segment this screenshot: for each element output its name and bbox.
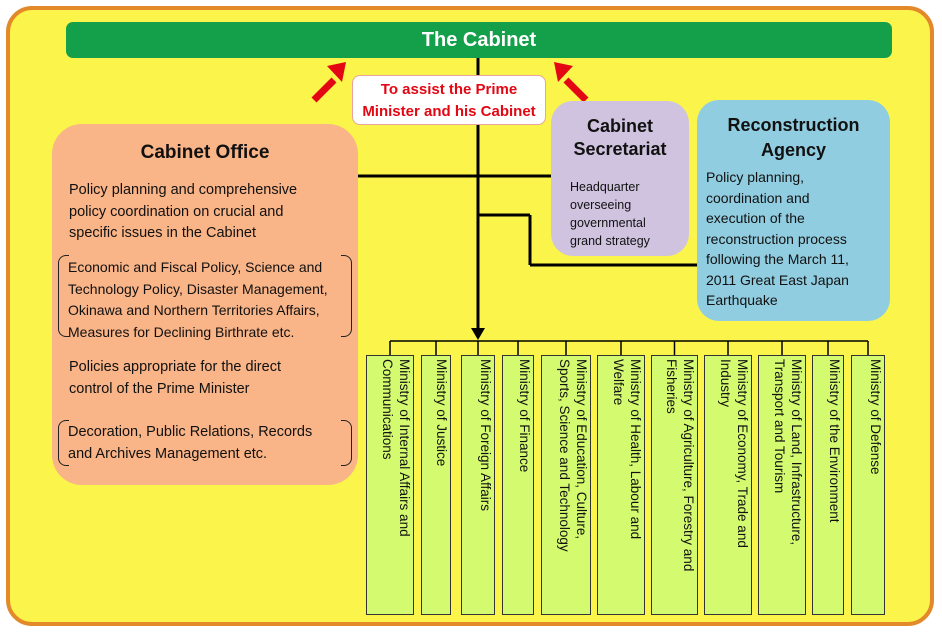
ministry-label: Ministry of Internal Affairs and Communi… bbox=[380, 359, 412, 537]
cabinet-office-title: Cabinet Office bbox=[140, 142, 270, 163]
ministry-box: Ministry of Land, Infrastructure, Transp… bbox=[758, 355, 806, 615]
ministry-box: Ministry of the Environment bbox=[812, 355, 844, 615]
ministry-label: Ministry of Agriculture, Forestry and Fi… bbox=[664, 359, 696, 572]
reconstruction-agency-box: Reconstruction Agency Policy planning, c… bbox=[697, 100, 890, 321]
ministry-label: Ministry of Defense bbox=[868, 359, 883, 475]
ministry-box: Ministry of Health, Labour and Welfare bbox=[597, 355, 645, 615]
cabinet-secretariat-text: Headquarter overseeing governmental gran… bbox=[570, 180, 650, 248]
ministry-label: Ministry of Finance bbox=[517, 359, 532, 473]
ministry-label: Ministry of Land, Infrastructure, Transp… bbox=[772, 359, 804, 546]
ministry-box: Ministry of Finance bbox=[502, 355, 534, 615]
assist-note: To assist the Prime Minister and his Cab… bbox=[352, 75, 546, 125]
cabinet-secretariat-title: Cabinet Secretariat bbox=[573, 116, 667, 159]
cabinet-title: The Cabinet bbox=[421, 28, 537, 51]
ministry-box: Ministry of Economy, Trade and Industry bbox=[704, 355, 752, 615]
ministry-box: Ministry of Defense bbox=[851, 355, 885, 615]
ministry-box: Ministry of Education, Culture, Sports, … bbox=[541, 355, 591, 615]
ministry-box: Ministry of Foreign Affairs bbox=[461, 355, 495, 615]
cabinet-office-para3: Policies appropriate for the direct cont… bbox=[69, 359, 281, 397]
reconstruction-agency-title: Reconstruction Agency bbox=[727, 115, 860, 160]
cabinet-office-box: Cabinet Office Policy planning and compr… bbox=[52, 124, 358, 485]
ministry-label: Ministry of Economy, Trade and Industry bbox=[718, 359, 750, 548]
ministry-label: Ministry of Justice bbox=[434, 359, 449, 467]
bracket-right-1 bbox=[341, 255, 352, 337]
assist-note-text: To assist the Prime Minister and his Cab… bbox=[362, 81, 536, 120]
ministry-label: Ministry of Health, Labour and Welfare bbox=[611, 359, 643, 540]
bracket-left-1 bbox=[58, 255, 69, 337]
bracket-right-2 bbox=[341, 420, 352, 466]
reconstruction-agency-text: Policy planning, coordination and execut… bbox=[706, 169, 849, 308]
bracket-left-2 bbox=[58, 420, 69, 466]
ministry-box: Ministry of Agriculture, Forestry and Fi… bbox=[651, 355, 698, 615]
ministry-box: Ministry of Internal Affairs and Communi… bbox=[366, 355, 414, 615]
cabinet-office-para4: Decoration, Public Relations, Records an… bbox=[68, 424, 313, 462]
cabinet-office-para1: Policy planning and comprehensive policy… bbox=[69, 182, 298, 241]
ministry-label: Ministry of the Environment bbox=[827, 359, 842, 523]
red-arrow-left bbox=[311, 62, 346, 103]
cabinet-office-para2: Economic and Fiscal Policy, Science and … bbox=[68, 259, 328, 340]
cabinet-secretariat-box: Cabinet Secretariat Headquarter overseei… bbox=[551, 101, 689, 256]
red-arrow-right bbox=[554, 62, 589, 103]
ministry-label: Ministry of Education, Culture, Sports, … bbox=[557, 359, 589, 552]
ministry-box: Ministry of Justice bbox=[421, 355, 451, 615]
ministry-label: Ministry of Foreign Affairs bbox=[478, 359, 493, 512]
cabinet-header: The Cabinet bbox=[66, 22, 892, 58]
